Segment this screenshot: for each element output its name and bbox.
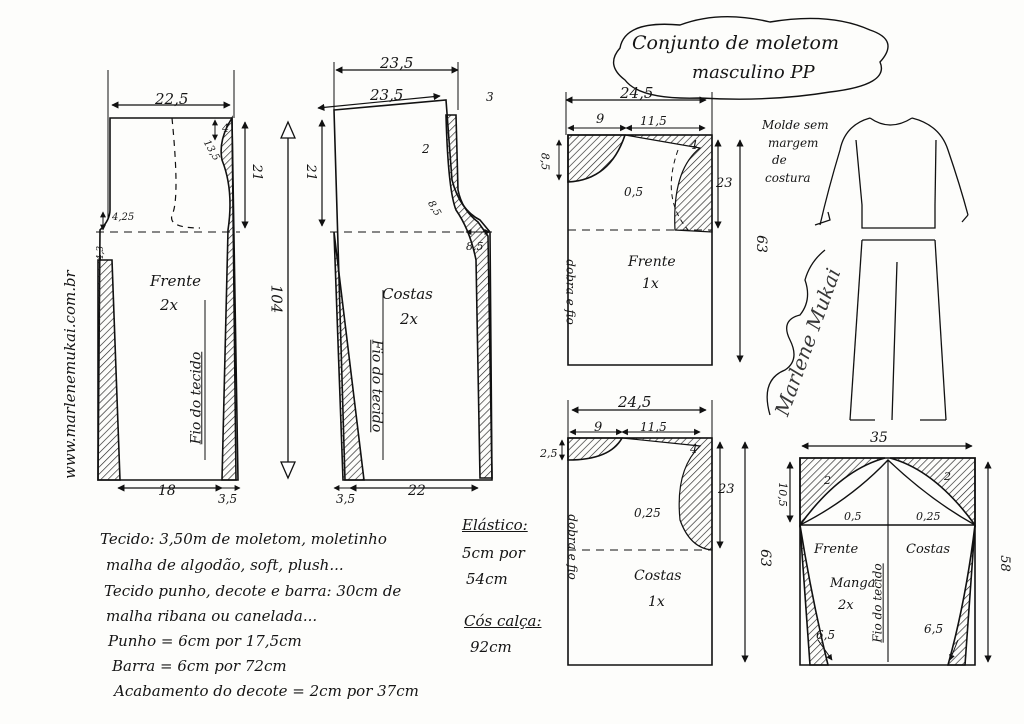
- shirt-front-width: 24,5: [620, 84, 654, 102]
- shirt-front-shoulder-w: 11,5: [640, 114, 667, 128]
- waist-line-1: Cós calça:: [464, 612, 542, 630]
- trouser-back-bottom-width: 22: [408, 483, 426, 499]
- materials-line-4: malha ribana ou canelada...: [106, 607, 318, 625]
- title-cloud: [612, 16, 889, 100]
- trouser-front-dim-43: 4,3: [96, 245, 107, 261]
- trouser-back-dim-21: 21: [302, 164, 318, 181]
- trouser-front-piece: [96, 70, 249, 492]
- sleeve-label: Manga: [830, 576, 876, 591]
- sleeve-back-label: Costas: [906, 542, 951, 557]
- trouser-front-bottom-width: 18: [158, 483, 176, 499]
- shirt-back-dim-025: 0,25: [634, 506, 661, 520]
- title-line-1: Conjunto de moletom: [632, 32, 840, 54]
- sleeve-piece: [786, 442, 992, 666]
- trouser-back-dim-3: 3: [486, 90, 494, 104]
- shirt-back-width: 24,5: [618, 393, 652, 411]
- materials-line-2: malha de algodão, soft, plush...: [106, 556, 344, 574]
- materials-line-5: Punho = 6cm por 17,5cm: [108, 632, 302, 650]
- trouser-back-label: Costas: [382, 285, 433, 303]
- trouser-front-dim-425: 4,25: [112, 212, 135, 223]
- sleeve-grain: Fio do tecido: [870, 563, 885, 643]
- trouser-back-top-width-b: 23,5: [370, 86, 404, 104]
- shirt-back-armhole: 23: [718, 482, 735, 497]
- note-line-2: margem: [768, 136, 819, 150]
- materials-line-3: Tecido punho, decote e barra: 30cm de: [104, 582, 402, 600]
- signature-mark: [766, 249, 826, 416]
- sleeve-cuff-a: 6,5: [816, 628, 836, 642]
- sleeve-dim-2a: 2: [824, 474, 831, 487]
- shirt-back-dim-4: 4: [690, 442, 698, 456]
- shirt-back-dim-25: 2,5: [540, 447, 558, 460]
- note-line-3: de: [772, 153, 787, 167]
- trouser-front-label: Frente: [150, 272, 202, 290]
- sleeve-dim-2b: 2: [944, 470, 951, 483]
- shirt-front-dim-85: 8,5: [538, 152, 552, 171]
- materials-line-1: Tecido: 3,50m de moletom, moletinho: [100, 530, 387, 548]
- garment-illustration: [814, 117, 969, 421]
- trouser-front-length: 104: [267, 284, 286, 314]
- shirt-back-label: Costas: [634, 568, 682, 584]
- shirt-front-length: 63: [752, 235, 769, 253]
- materials-line-6: Barra = 6cm por 72cm: [112, 657, 287, 675]
- trouser-front-bottom-ext: 3,5: [218, 492, 238, 506]
- shirt-back-qty: 1x: [648, 594, 665, 610]
- shirt-back-neck-w: 9: [594, 420, 603, 435]
- shirt-back-length: 63: [756, 549, 773, 567]
- trouser-front-qty: 2x: [160, 296, 179, 314]
- sleeve-cap: 10,5: [775, 482, 789, 507]
- elastic-line-2: 5cm por: [462, 544, 525, 562]
- shirt-back-fold: dobra e fio: [565, 514, 580, 580]
- shirt-front-armhole: 23: [716, 176, 733, 191]
- trouser-back-dim-2: 2: [422, 142, 430, 156]
- trouser-back-bottom-ext: 3,5: [336, 492, 356, 506]
- trouser-back-dim-85b: 8,5: [466, 240, 484, 253]
- shirt-front-neck-w: 9: [596, 112, 605, 127]
- shirt-back-piece: [559, 400, 749, 666]
- trouser-back-piece: [317, 62, 493, 492]
- shirt-front-qty: 1x: [642, 276, 659, 292]
- elastic-line-3: 54cm: [466, 570, 508, 588]
- shirt-front-label: Frente: [628, 254, 676, 270]
- sleeve-length: 58: [996, 555, 1012, 572]
- sleeve-dim-05: 0,5: [844, 510, 862, 523]
- note-line-4: costura: [765, 171, 811, 185]
- trouser-back-grain: Fio do tecido: [368, 339, 385, 433]
- title-line-2: masculino PP: [692, 62, 815, 83]
- shirt-front-piece: [556, 92, 744, 366]
- note-line-1: Molde sem: [762, 118, 829, 132]
- sleeve-qty: 2x: [838, 598, 854, 613]
- shirt-front-fold: dobra e fio: [563, 259, 578, 325]
- shirt-front-dim-4: 4: [690, 138, 698, 152]
- sleeve-cuff-b: 6,5: [924, 622, 944, 636]
- materials-line-7: Acabamento do decote = 2cm por 37cm: [114, 682, 419, 700]
- shirt-back-shoulder-w: 11,5: [640, 420, 667, 434]
- trouser-back-qty: 2x: [400, 310, 419, 328]
- sleeve-dim-025: 0,25: [916, 510, 941, 523]
- trouser-front-top-width: 22,5: [155, 90, 189, 108]
- sleeve-width: 35: [870, 430, 888, 446]
- trouser-front-dim-4: 4: [222, 122, 229, 135]
- trouser-length-arrow: [280, 120, 296, 480]
- website-link[interactable]: www.marlenemukai.com.br: [61, 270, 79, 479]
- trouser-front-grain: Fio do tecido: [188, 351, 205, 445]
- trouser-back-top-width-a: 23,5: [380, 54, 414, 72]
- waist-line-2: 92cm: [470, 638, 512, 656]
- sleeve-front-label: Frente: [814, 542, 859, 557]
- shirt-front-dim-05: 0,5: [624, 185, 644, 199]
- trouser-front-dim-21: 21: [248, 164, 264, 181]
- elastic-line-1: Elástico:: [462, 516, 528, 534]
